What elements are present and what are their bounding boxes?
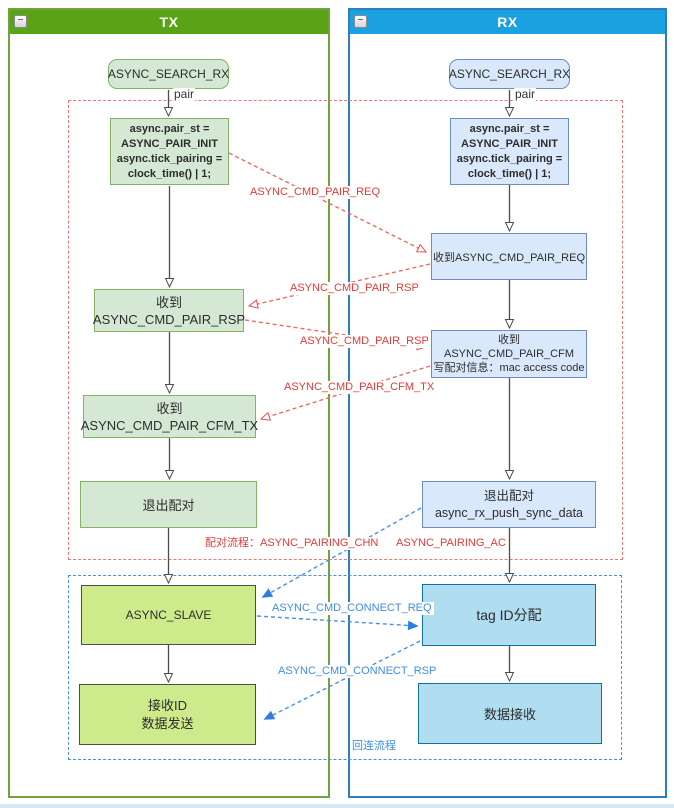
edge-label-pair-req: ASYNC_CMD_PAIR_REQ bbox=[248, 186, 382, 199]
node-rx-async-search-rx[interactable]: ASYNC_SEARCH_RX bbox=[449, 59, 570, 89]
edge-label-pair-cfm-tx: ASYNC_CMD_PAIR_CFM_TX bbox=[282, 381, 437, 394]
node-rx-data-receive[interactable]: 数据接收 bbox=[418, 683, 602, 744]
edge-label-tx-pair: pair bbox=[173, 87, 196, 101]
node-rx-exit-pairing[interactable]: 退出配对 async_rx_push_sync_data bbox=[422, 481, 596, 528]
swimlane-rx-header[interactable]: − RX bbox=[350, 10, 665, 34]
node-tx-recv-pair-rsp[interactable]: 收到 ASYNC_CMD_PAIR_RSP bbox=[93, 289, 245, 332]
collapse-icon[interactable]: − bbox=[354, 15, 367, 28]
page-bottom-edge bbox=[0, 804, 674, 808]
label-pairing-flow-ac: ASYNC_PAIRING_AC bbox=[394, 537, 508, 550]
label-pairing-flow-chn: 配对流程：ASYNC_PAIRING_CHN bbox=[203, 537, 381, 550]
edge-label-rx-pair: pair bbox=[514, 87, 537, 101]
node-rx-recv-pair-req[interactable]: 收到ASYNC_CMD_PAIR_REQ bbox=[431, 233, 587, 280]
edge-label-pair-rsp-2: ASYNC_CMD_PAIR_RSP bbox=[298, 335, 431, 348]
lane-title-rx: RX bbox=[497, 14, 518, 30]
label-reconnect-flow: 回连流程 bbox=[350, 740, 398, 753]
node-tx-pair-init[interactable]: async.pair_st = ASYNC_PAIR_INIT async.ti… bbox=[110, 118, 229, 185]
node-rx-pair-init[interactable]: async.pair_st = ASYNC_PAIR_INIT async.ti… bbox=[450, 118, 569, 185]
node-tx-async-slave[interactable]: ASYNC_SLAVE bbox=[81, 585, 256, 645]
node-tx-exit-pairing[interactable]: 退出配对 bbox=[80, 481, 257, 528]
node-tx-recv-id-send-data[interactable]: 接收ID 数据发送 bbox=[79, 684, 256, 745]
edge-label-pair-rsp-1: ASYNC_CMD_PAIR_RSP bbox=[288, 282, 421, 295]
collapse-icon[interactable]: − bbox=[14, 15, 27, 28]
node-tx-recv-pair-cfm-tx[interactable]: 收到 ASYNC_CMD_PAIR_CFM_TX bbox=[81, 395, 258, 438]
node-rx-recv-pair-cfm[interactable]: 收到 ASYNC_CMD_PAIR_CFM 写配对信息：mac access c… bbox=[431, 330, 587, 378]
node-rx-tag-id-assign[interactable]: tag ID分配 bbox=[422, 584, 596, 646]
node-tx-async-search-rx[interactable]: ASYNC_SEARCH_RX bbox=[108, 59, 229, 89]
edge-label-connect-req: ASYNC_CMD_CONNECT_REQ bbox=[270, 602, 434, 615]
lane-title-tx: TX bbox=[159, 14, 179, 30]
swimlane-tx-header[interactable]: − TX bbox=[10, 10, 328, 34]
edge-label-connect-rsp: ASYNC_CMD_CONNECT_RSP bbox=[276, 665, 439, 678]
